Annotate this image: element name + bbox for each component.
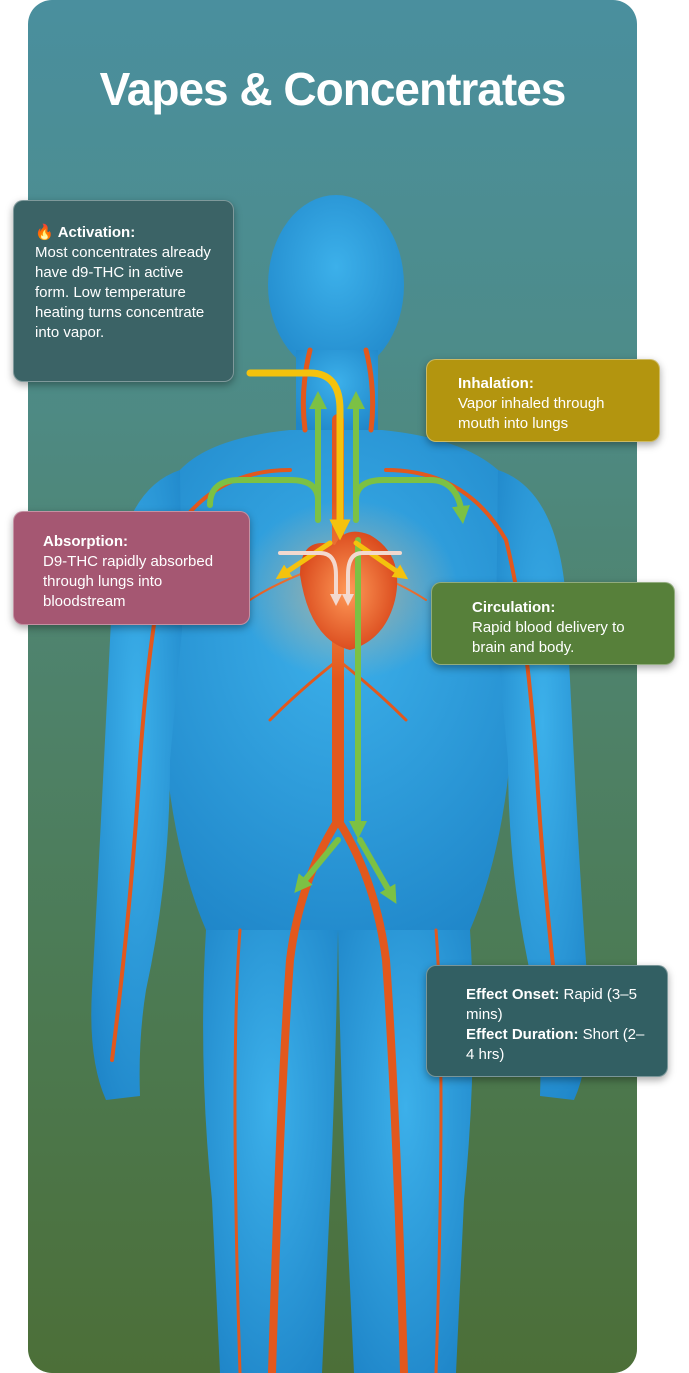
flow-arrows: [207, 369, 470, 904]
circulation-text: Rapid blood delivery to brain and body.: [472, 619, 625, 656]
fire-icon: 🔥: [35, 224, 54, 241]
activation-heading-row: 🔥Activation:: [35, 223, 213, 243]
inhalation-text: Vapor inhaled through mouth into lungs: [458, 395, 605, 432]
activation-heading: Activation:: [57, 224, 136, 241]
effect-duration-label: Effect Duration:: [466, 1026, 579, 1043]
circulation-callout: Circulation: Rapid blood delivery to bra…: [431, 582, 675, 665]
activation-text: Most concentrates already have d9-THC in…: [35, 244, 211, 341]
effect-duration: Effect Duration: Short (2–4 hrs): [466, 1025, 651, 1065]
effect-onset: Effect Onset: Rapid (3–5 mins): [466, 985, 651, 1025]
absorption-heading: Absorption:: [43, 533, 128, 550]
inhalation-callout: Inhalation: Vapor inhaled through mouth …: [426, 359, 660, 442]
page-title: Vapes & Concentrates: [99, 63, 567, 115]
effect-duration-value: Short (2–4 hrs): [466, 1026, 645, 1063]
absorption-text: D9-THC rapidly absorbed through lungs in…: [43, 553, 214, 610]
activation-callout: 🔥Activation: Most concentrates already h…: [13, 200, 234, 382]
absorption-callout: Absorption: D9-THC rapidly absorbed thro…: [13, 511, 250, 625]
circulation-heading: Circulation:: [472, 599, 556, 616]
effect-callout: Effect Onset: Rapid (3–5 mins) Effect Du…: [426, 965, 668, 1077]
effect-onset-value: Rapid (3–5 mins): [466, 986, 637, 1023]
effect-onset-label: Effect Onset:: [466, 986, 560, 1003]
blood-vessels: [110, 347, 566, 1373]
inhalation-heading: Inhalation:: [458, 375, 534, 392]
